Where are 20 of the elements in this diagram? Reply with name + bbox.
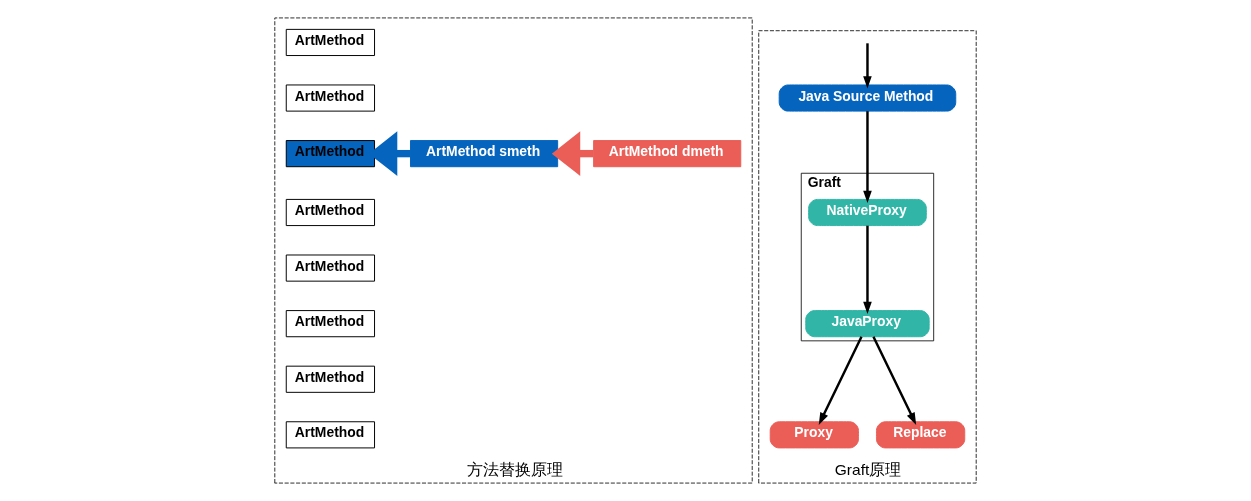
node-box: ArtMethod [285, 198, 376, 227]
node-box: ArtMethod dmeth [593, 140, 742, 168]
node-box: Replace [875, 421, 966, 449]
node-box: ArtMethod [285, 365, 376, 393]
arrow [863, 225, 872, 315]
node-box: ArtMethod [285, 84, 376, 112]
node-box: ArtMethod [285, 421, 376, 449]
arrow [818, 336, 863, 425]
node-box: ArtMethod [285, 254, 376, 282]
node-box: ArtMethod [285, 28, 376, 57]
node-box: ArtMethod smeth [410, 140, 559, 168]
node-box: ArtMethod [285, 140, 376, 168]
arrow [872, 336, 917, 425]
node-box: NativeProxy [808, 198, 927, 227]
node-box: JavaProxy [805, 310, 930, 338]
arrow [863, 111, 872, 204]
arrow [863, 43, 872, 89]
node-box: Proxy [769, 421, 859, 449]
node-box: Java Source Method [778, 84, 957, 112]
node-box: ArtMethod [285, 310, 376, 338]
